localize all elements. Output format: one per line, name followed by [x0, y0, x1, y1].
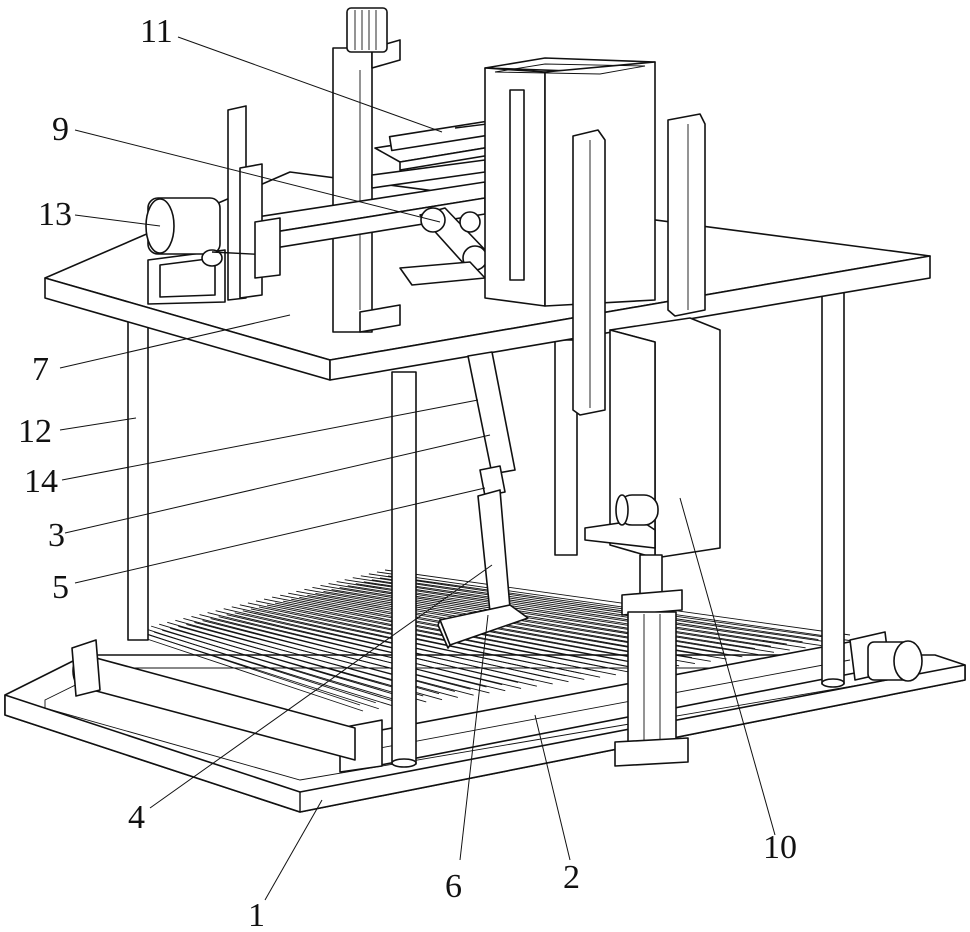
- label-10: 10: [763, 829, 797, 866]
- conveyor-motor: [850, 632, 922, 681]
- label-4: 4: [128, 799, 145, 836]
- hopper-box: [485, 58, 655, 306]
- label-6: 6: [445, 868, 462, 905]
- label-5: 5: [52, 569, 69, 606]
- label-7: 7: [32, 351, 49, 388]
- label-11: 11: [140, 13, 173, 50]
- label-9: 9: [52, 111, 69, 148]
- label-14: 14: [24, 463, 58, 500]
- label-2: 2: [563, 859, 580, 896]
- label-12: 12: [18, 413, 52, 450]
- left-motor-stand: [146, 106, 280, 304]
- label-3: 3: [48, 517, 65, 554]
- label-13: 13: [38, 196, 72, 233]
- label-1: 1: [248, 897, 265, 932]
